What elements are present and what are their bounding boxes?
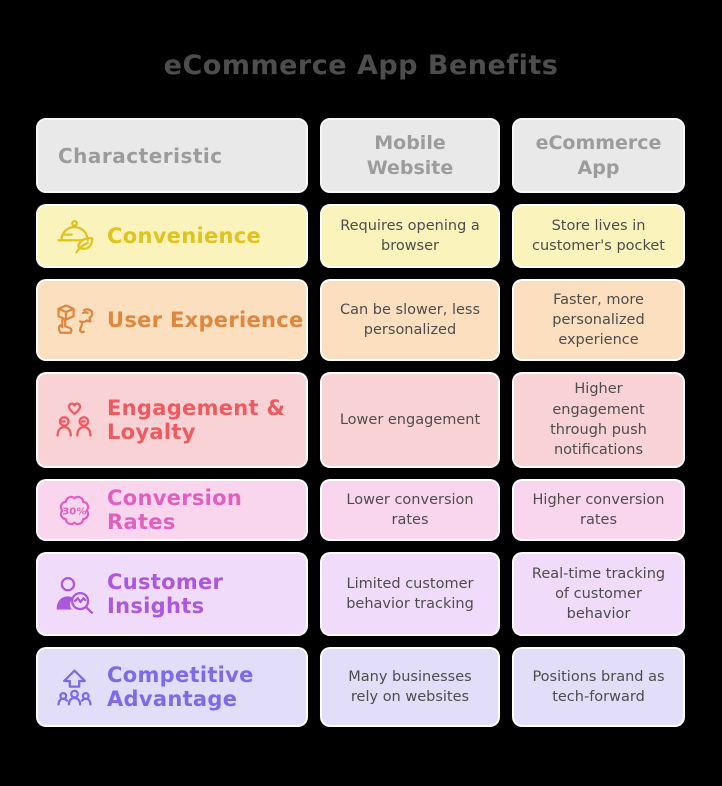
row-label-text: User Experience bbox=[107, 307, 304, 332]
badge-percent-text: 30% bbox=[62, 506, 86, 517]
row-convenience-label: Convenience bbox=[36, 204, 308, 268]
cell-user-experience-app: Faster, more personalized experience bbox=[512, 279, 685, 361]
hand-cube-ux-icon bbox=[51, 297, 98, 344]
customer-magnifier-icon bbox=[51, 571, 98, 618]
growth-arrow-people-icon bbox=[51, 664, 98, 711]
cell-engagement-loyalty-app: Higher engagement through push notificat… bbox=[512, 372, 685, 468]
page-title: eCommerce App Benefits bbox=[163, 50, 559, 81]
cell-conversion-rates-app: Higher conversion rates bbox=[512, 479, 685, 541]
cell-convenience-app: Store lives in customer's pocket bbox=[512, 204, 685, 268]
cell-user-experience-mobile: Can be slower, less personalized bbox=[320, 279, 500, 361]
row-label-text: Engagement & Loyalty bbox=[107, 395, 286, 444]
row-conversion-rates-label: 30% Conversion Rates bbox=[36, 479, 308, 541]
cell-competitive-advantage-mobile: Many businesses rely on websites bbox=[320, 647, 500, 727]
cell-engagement-loyalty-mobile: Lower engagement bbox=[320, 372, 500, 468]
cell-convenience-mobile: Requires opening a browser bbox=[320, 204, 500, 268]
header-mobile-website: Mobile Website bbox=[320, 118, 500, 193]
header-ecommerce-app: eCommerce App bbox=[512, 118, 685, 193]
discount-badge-icon: 30% bbox=[51, 487, 98, 534]
row-customer-insights-label: Customer Insights bbox=[36, 552, 308, 636]
benefits-table: Characteristic Mobile Website eCommerce … bbox=[36, 118, 685, 727]
cell-customer-insights-app: Real-time tracking of customer behavior bbox=[512, 552, 685, 636]
cell-conversion-rates-mobile: Lower conversion rates bbox=[320, 479, 500, 541]
row-label-text: Competitive Advantage bbox=[107, 662, 254, 711]
row-label-text: Conversion Rates bbox=[107, 485, 243, 534]
cell-competitive-advantage-app: Positions brand as tech-forward bbox=[512, 647, 685, 727]
people-heart-icon bbox=[51, 397, 98, 444]
row-engagement-loyalty-label: Engagement & Loyalty bbox=[36, 372, 308, 468]
row-competitive-advantage-label: Competitive Advantage bbox=[36, 647, 308, 727]
cell-customer-insights-mobile: Limited customer behavior tracking bbox=[320, 552, 500, 636]
row-label-text: Customer Insights bbox=[107, 569, 224, 618]
header-characteristic: Characteristic bbox=[36, 118, 308, 193]
cloche-leaf-icon bbox=[51, 213, 98, 260]
row-user-experience-label: User Experience bbox=[36, 279, 308, 361]
row-label-text: Convenience bbox=[107, 223, 262, 248]
